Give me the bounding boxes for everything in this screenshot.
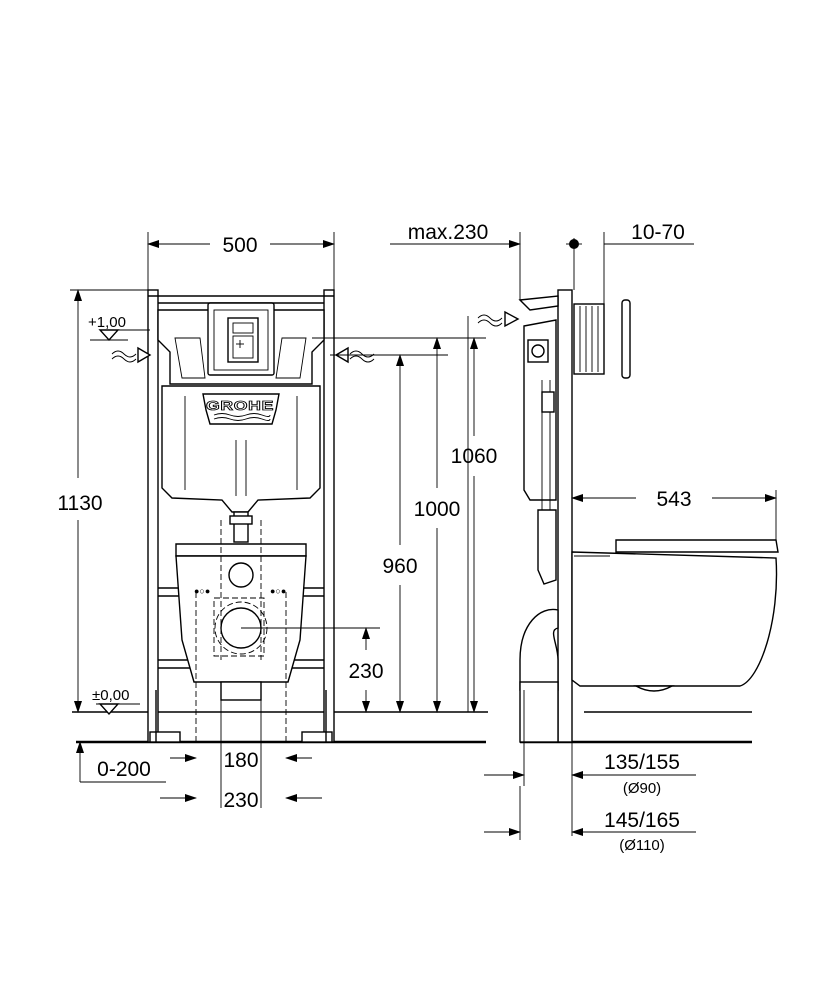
side-frame [518, 289, 573, 743]
pipe-110-label: 145/165 [604, 809, 680, 832]
dim-pipe-90: 135/155 (Ø90) [484, 690, 696, 836]
dim-height-1060: 1060 [312, 337, 498, 713]
plate-offset-label: 10-70 [631, 221, 685, 244]
width-label: 500 [222, 234, 257, 257]
pipe-90-diameter-label: (Ø90) [623, 780, 661, 797]
dim-height-1000: 1000 [330, 337, 461, 713]
dim-width-500: 500 [147, 232, 335, 290]
max-depth-label: max.230 [408, 221, 489, 244]
height-960-label: 960 [382, 555, 417, 578]
wc-bowl-front: ●○● ●○● [175, 520, 307, 742]
front-view: GROHE ●○● ●○● [57, 232, 497, 812]
height-230-label: 230 [348, 660, 383, 683]
brand-logo: GROHE [206, 398, 274, 413]
spacing-230-label: 230 [223, 789, 258, 812]
height-1130-label: 1130 [57, 492, 102, 515]
height-1060-label: 1060 [451, 445, 498, 468]
level-top-label: +1,00 [88, 314, 126, 331]
spacing-180-label: 180 [223, 749, 258, 772]
dim-height-960: 960 [382, 354, 418, 713]
dim-height-230: 230 [241, 627, 384, 713]
dim-spacing-180: 180 [170, 749, 312, 772]
side-water-inlet [467, 310, 520, 712]
pipe-90-label: 135/155 [604, 751, 680, 774]
dim-foot-adjust: 0-200 [76, 741, 166, 783]
height-1000-label: 1000 [414, 498, 461, 521]
dim-pipe-110: 145/165 (Ø110) [484, 786, 696, 854]
side-wc-bowl [571, 539, 779, 692]
svg-text:●○●: ●○● [270, 586, 286, 596]
dim-height-1130: 1130 [57, 289, 150, 713]
dim-bowl-projection: 543 [571, 488, 777, 540]
svg-text:●○●: ●○● [194, 586, 210, 596]
side-view: max.230 10-70 543 135/155 (Ø90) [390, 221, 779, 854]
dim-plate-offset: 10-70 [566, 221, 694, 304]
level-floor-label: ±0,00 [92, 687, 129, 704]
dim-spacing-230: 230 [160, 700, 322, 812]
bowl-projection-label: 543 [656, 488, 691, 511]
cistern: GROHE [157, 302, 325, 543]
side-flush-plate [573, 299, 631, 379]
level-marks: +1,00 ±0,00 [88, 314, 150, 716]
dim-max-230: max.230 [390, 221, 521, 300]
pipe-110-diameter-label: (Ø110) [619, 837, 665, 854]
foot-adjust-label: 0-200 [97, 758, 151, 781]
